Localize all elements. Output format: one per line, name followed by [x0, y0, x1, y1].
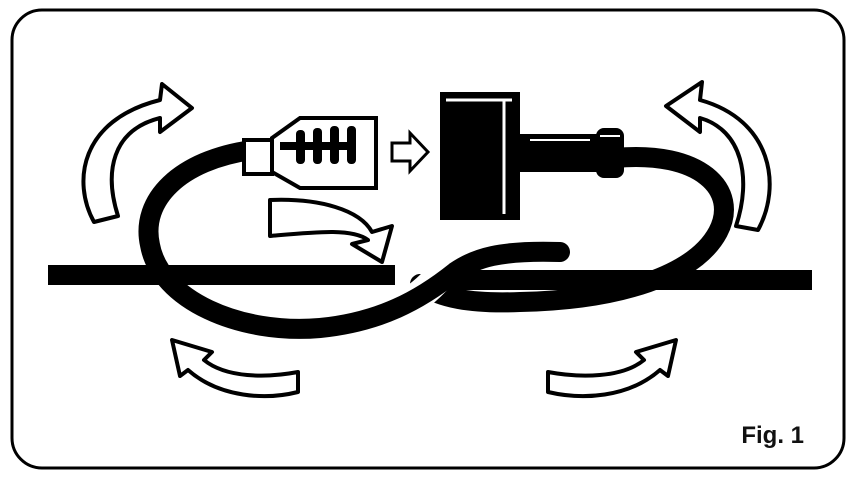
connector-band — [280, 142, 350, 150]
extension-cord-loop — [138, 140, 570, 339]
curved-arrow-top-left-icon — [81, 82, 194, 224]
plug-ridges — [530, 135, 620, 141]
plug-block — [440, 92, 520, 220]
appliance-cord-loop — [410, 147, 734, 313]
cord-plug-male — [440, 92, 624, 220]
plug-strain-relief — [596, 128, 624, 178]
connector-rib — [347, 126, 356, 164]
curved-arrow-bottom-right-icon — [546, 338, 678, 399]
curved-arrow-middle-icon — [268, 197, 394, 264]
plug-block-highlight — [446, 98, 512, 214]
figure-caption: Fig. 1 — [741, 422, 804, 449]
curved-arrow-top-right-icon — [664, 80, 772, 232]
connector-collar — [242, 138, 274, 176]
cord-connector-female — [242, 116, 378, 190]
connector-body — [270, 116, 378, 190]
insert-arrow-icon — [390, 129, 431, 175]
curved-arrow-bottom-left-icon — [170, 338, 300, 399]
